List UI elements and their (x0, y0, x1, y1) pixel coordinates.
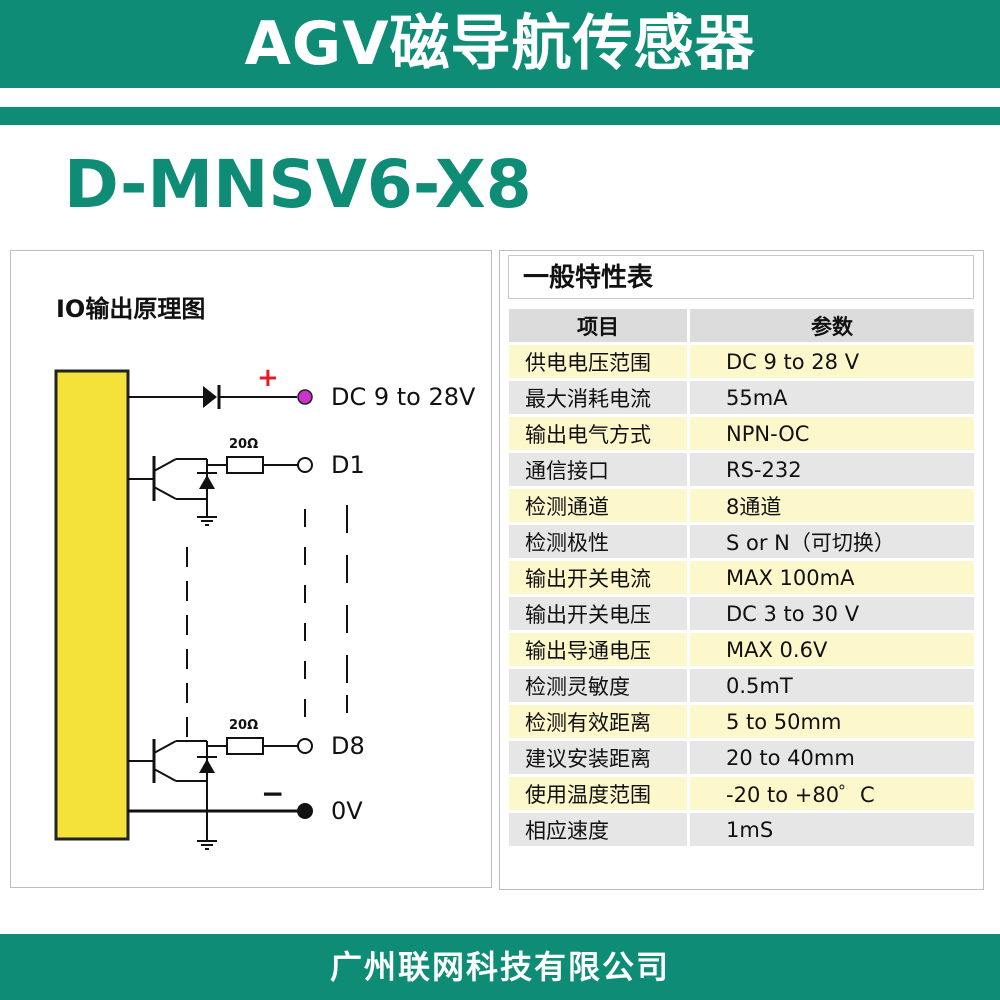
d1-resistor-label: 20Ω (229, 437, 259, 452)
spec-key: 检测有效距离 (509, 705, 687, 738)
ground-pin-label: 0V (331, 797, 363, 825)
spec-header-item: 项目 (509, 309, 687, 342)
d8-pin-dot (297, 738, 313, 754)
spec-value: RS-232 (687, 453, 974, 486)
spec-key: 检测极性 (509, 525, 687, 558)
spec-key: 最大消耗电流 (509, 381, 687, 414)
spec-key: 输出开关电流 (509, 561, 687, 594)
d8-resistor-label: 20Ω (229, 718, 259, 733)
table-row: 检测灵敏度 0.5mT (509, 669, 974, 702)
spec-table-title: 一般特性表 (508, 255, 974, 299)
channel-d1-circuit (128, 456, 313, 526)
spec-header-param: 参数 (687, 309, 974, 342)
spec-key: 通信接口 (509, 453, 687, 486)
spec-table-header-row: 项目 参数 (509, 309, 974, 342)
model-number: D-MNSV6-X8 (64, 146, 532, 223)
spec-key: 使用温度范围 (509, 777, 687, 810)
footer-band: 广州联网科技有限公司 (0, 934, 1000, 1000)
channel-d8-circuit (128, 737, 313, 783)
io-circuit-panel: IO输出原理图 (10, 250, 492, 888)
supply-pin-dot (297, 389, 313, 405)
spec-key: 供电电压范围 (509, 345, 687, 378)
supply-line (128, 385, 313, 409)
supply-pin-label: DC 9 to 28V (331, 383, 476, 411)
spec-key: 检测灵敏度 (509, 669, 687, 702)
io-circuit-diagram (54, 369, 348, 850)
spec-value: -20 to +80゜C (687, 777, 974, 810)
minus-sign: − (261, 777, 285, 810)
ground-pin-dot (297, 803, 313, 819)
spec-value: DC 9 to 28 V (687, 345, 974, 378)
spec-key: 检测通道 (509, 489, 687, 522)
spec-value: MAX 100mA (687, 561, 974, 594)
spec-value: 20 to 40mm (687, 741, 974, 774)
spec-key: 相应速度 (509, 813, 687, 846)
spec-key: 建议安装距离 (509, 741, 687, 774)
zener-diode-icon (199, 475, 215, 489)
page-title: AGV磁导航传感器 (244, 9, 756, 79)
spec-value: DC 3 to 30 V (687, 597, 974, 630)
spec-value: 8通道 (687, 489, 974, 522)
header-stripe (0, 107, 1000, 125)
company-name: 广州联网科技有限公司 (329, 948, 670, 986)
resistor-icon (226, 456, 264, 474)
ground-line (128, 781, 313, 850)
spec-value: MAX 0.6V (687, 633, 974, 666)
spec-value: 1mS (687, 813, 974, 846)
spec-key: 输出开关电压 (509, 597, 687, 630)
circuit-title: IO输出原理图 (56, 295, 206, 323)
channel-continuation-dashes (186, 505, 348, 737)
sensor-module-block (54, 369, 130, 841)
table-row: 使用温度范围 -20 to +80゜C (509, 777, 974, 810)
spec-value: S or N（可切换） (687, 525, 974, 558)
diode-icon (203, 386, 217, 408)
d8-pin-label: D8 (331, 732, 365, 760)
spec-value: 55mA (687, 381, 974, 414)
spec-value: NPN-OC (687, 417, 974, 450)
spec-value: 0.5mT (687, 669, 974, 702)
spec-key: 输出电气方式 (509, 417, 687, 450)
header-band: AGV磁导航传感器 (0, 0, 1000, 88)
spec-value: 5 to 50mm (687, 705, 974, 738)
d1-pin-dot (297, 457, 313, 473)
spec-key: 输出导通电压 (509, 633, 687, 666)
plus-sign: + (257, 363, 279, 393)
d1-pin-label: D1 (331, 451, 365, 479)
